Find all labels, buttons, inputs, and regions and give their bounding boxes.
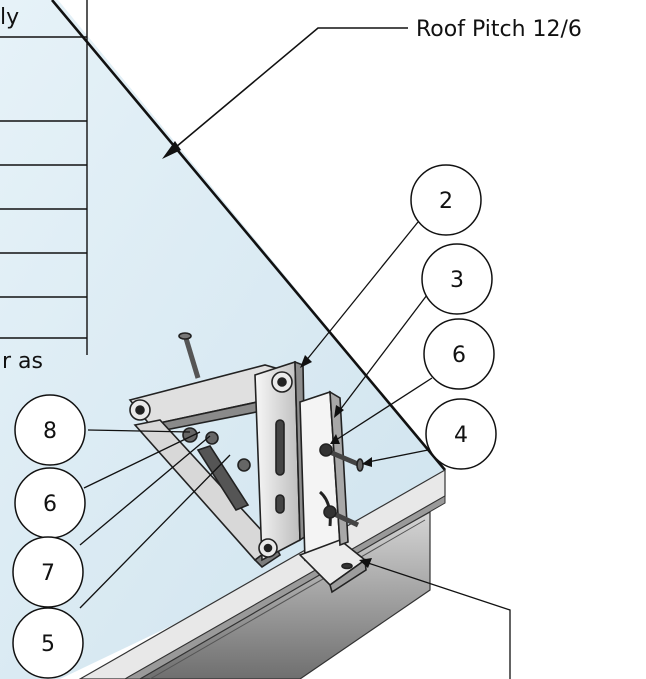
table-bottom-fragment: r as	[2, 349, 43, 374]
roof-pitch-line	[51, 0, 446, 471]
callout-8: 8	[14, 394, 86, 466]
callout-5: 5	[12, 607, 84, 679]
callout-4: 4	[425, 398, 497, 470]
svg-text:4: 4	[454, 423, 468, 448]
svg-text:6: 6	[43, 492, 57, 517]
callout-6-left: 6	[14, 467, 86, 539]
mounting-foot	[298, 390, 367, 594]
callout-6-right: 6	[423, 318, 495, 390]
bracket-assembly	[128, 332, 307, 569]
svg-text:5: 5	[41, 632, 55, 657]
callout-3: 3	[421, 243, 493, 315]
roof-pitch-leader	[169, 27, 408, 153]
svg-text:7: 7	[41, 561, 55, 586]
svg-text:3: 3	[450, 268, 464, 293]
roof-pitch-label: Roof Pitch 12/6	[416, 17, 582, 42]
roof-pitch-arrowhead	[162, 141, 181, 159]
callout-arrowheads	[300, 355, 372, 568]
parts-table	[0, 0, 88, 355]
svg-text:8: 8	[43, 419, 57, 444]
callout-leaders	[79, 221, 511, 679]
callout-2: 2	[410, 164, 482, 236]
table-top-fragment: ly	[0, 5, 19, 30]
svg-text:2: 2	[439, 189, 453, 214]
svg-text:6: 6	[452, 343, 466, 368]
callout-7: 7	[12, 536, 84, 608]
